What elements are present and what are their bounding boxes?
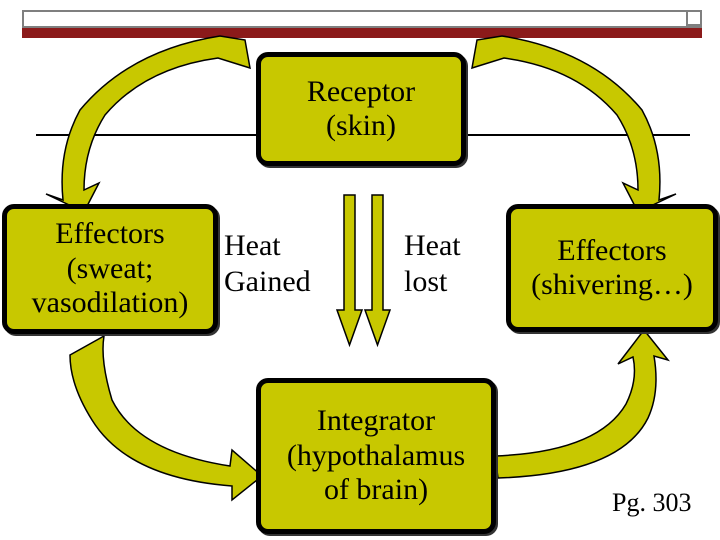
- right-effectors-box: Effectors (shivering…): [506, 204, 718, 332]
- heat-gained-label: Heat Gained: [224, 228, 311, 300]
- integrator-box: Integrator (hypothalamus of brain): [256, 378, 496, 534]
- page-reference: Pg. 303: [612, 488, 692, 517]
- receptor-box: Receptor (skin): [256, 52, 466, 166]
- receptor-subtitle: (skin): [326, 109, 396, 142]
- right-horizontal-rule: [464, 134, 690, 136]
- left-effectors-box: Effectors (sweat; vasodilation): [2, 204, 218, 334]
- heat-gained-line1: Heat: [224, 229, 281, 262]
- arrow-receptor-to-right-effectors: [471, 35, 677, 213]
- heat-lost-line2: lost: [404, 265, 448, 298]
- integrator-detail-1: (hypothalamus: [286, 438, 466, 472]
- heat-lost-label: Heat lost: [404, 228, 461, 300]
- integrator-title: Integrator: [316, 404, 436, 438]
- left-effectors-detail-2: vasodilation): [31, 286, 189, 320]
- integrator-detail-2: of brain): [323, 473, 429, 507]
- arrow-integrator-to-right-effectors: [494, 328, 671, 479]
- arrow-receptor-to-left-effectors: [45, 35, 251, 213]
- arrow-down-heat-gained: [335, 194, 364, 348]
- heat-lost-line1: Heat: [404, 229, 461, 262]
- arrow-left-effectors-to-integrator: [69, 334, 264, 502]
- receptor-title: Receptor: [306, 74, 416, 108]
- right-effectors-title: Effectors: [557, 233, 667, 267]
- left-effectors-detail-1: (sweat;: [66, 251, 154, 285]
- left-effectors-title: Effectors: [55, 217, 165, 251]
- slide-corner-square: [686, 10, 702, 26]
- left-horizontal-rule: [36, 134, 264, 136]
- arrow-down-heat-lost: [363, 194, 392, 348]
- slide-header-accent: [22, 28, 702, 38]
- right-effectors-detail: (shivering…): [531, 268, 693, 301]
- heat-gained-line2: Gained: [224, 265, 311, 298]
